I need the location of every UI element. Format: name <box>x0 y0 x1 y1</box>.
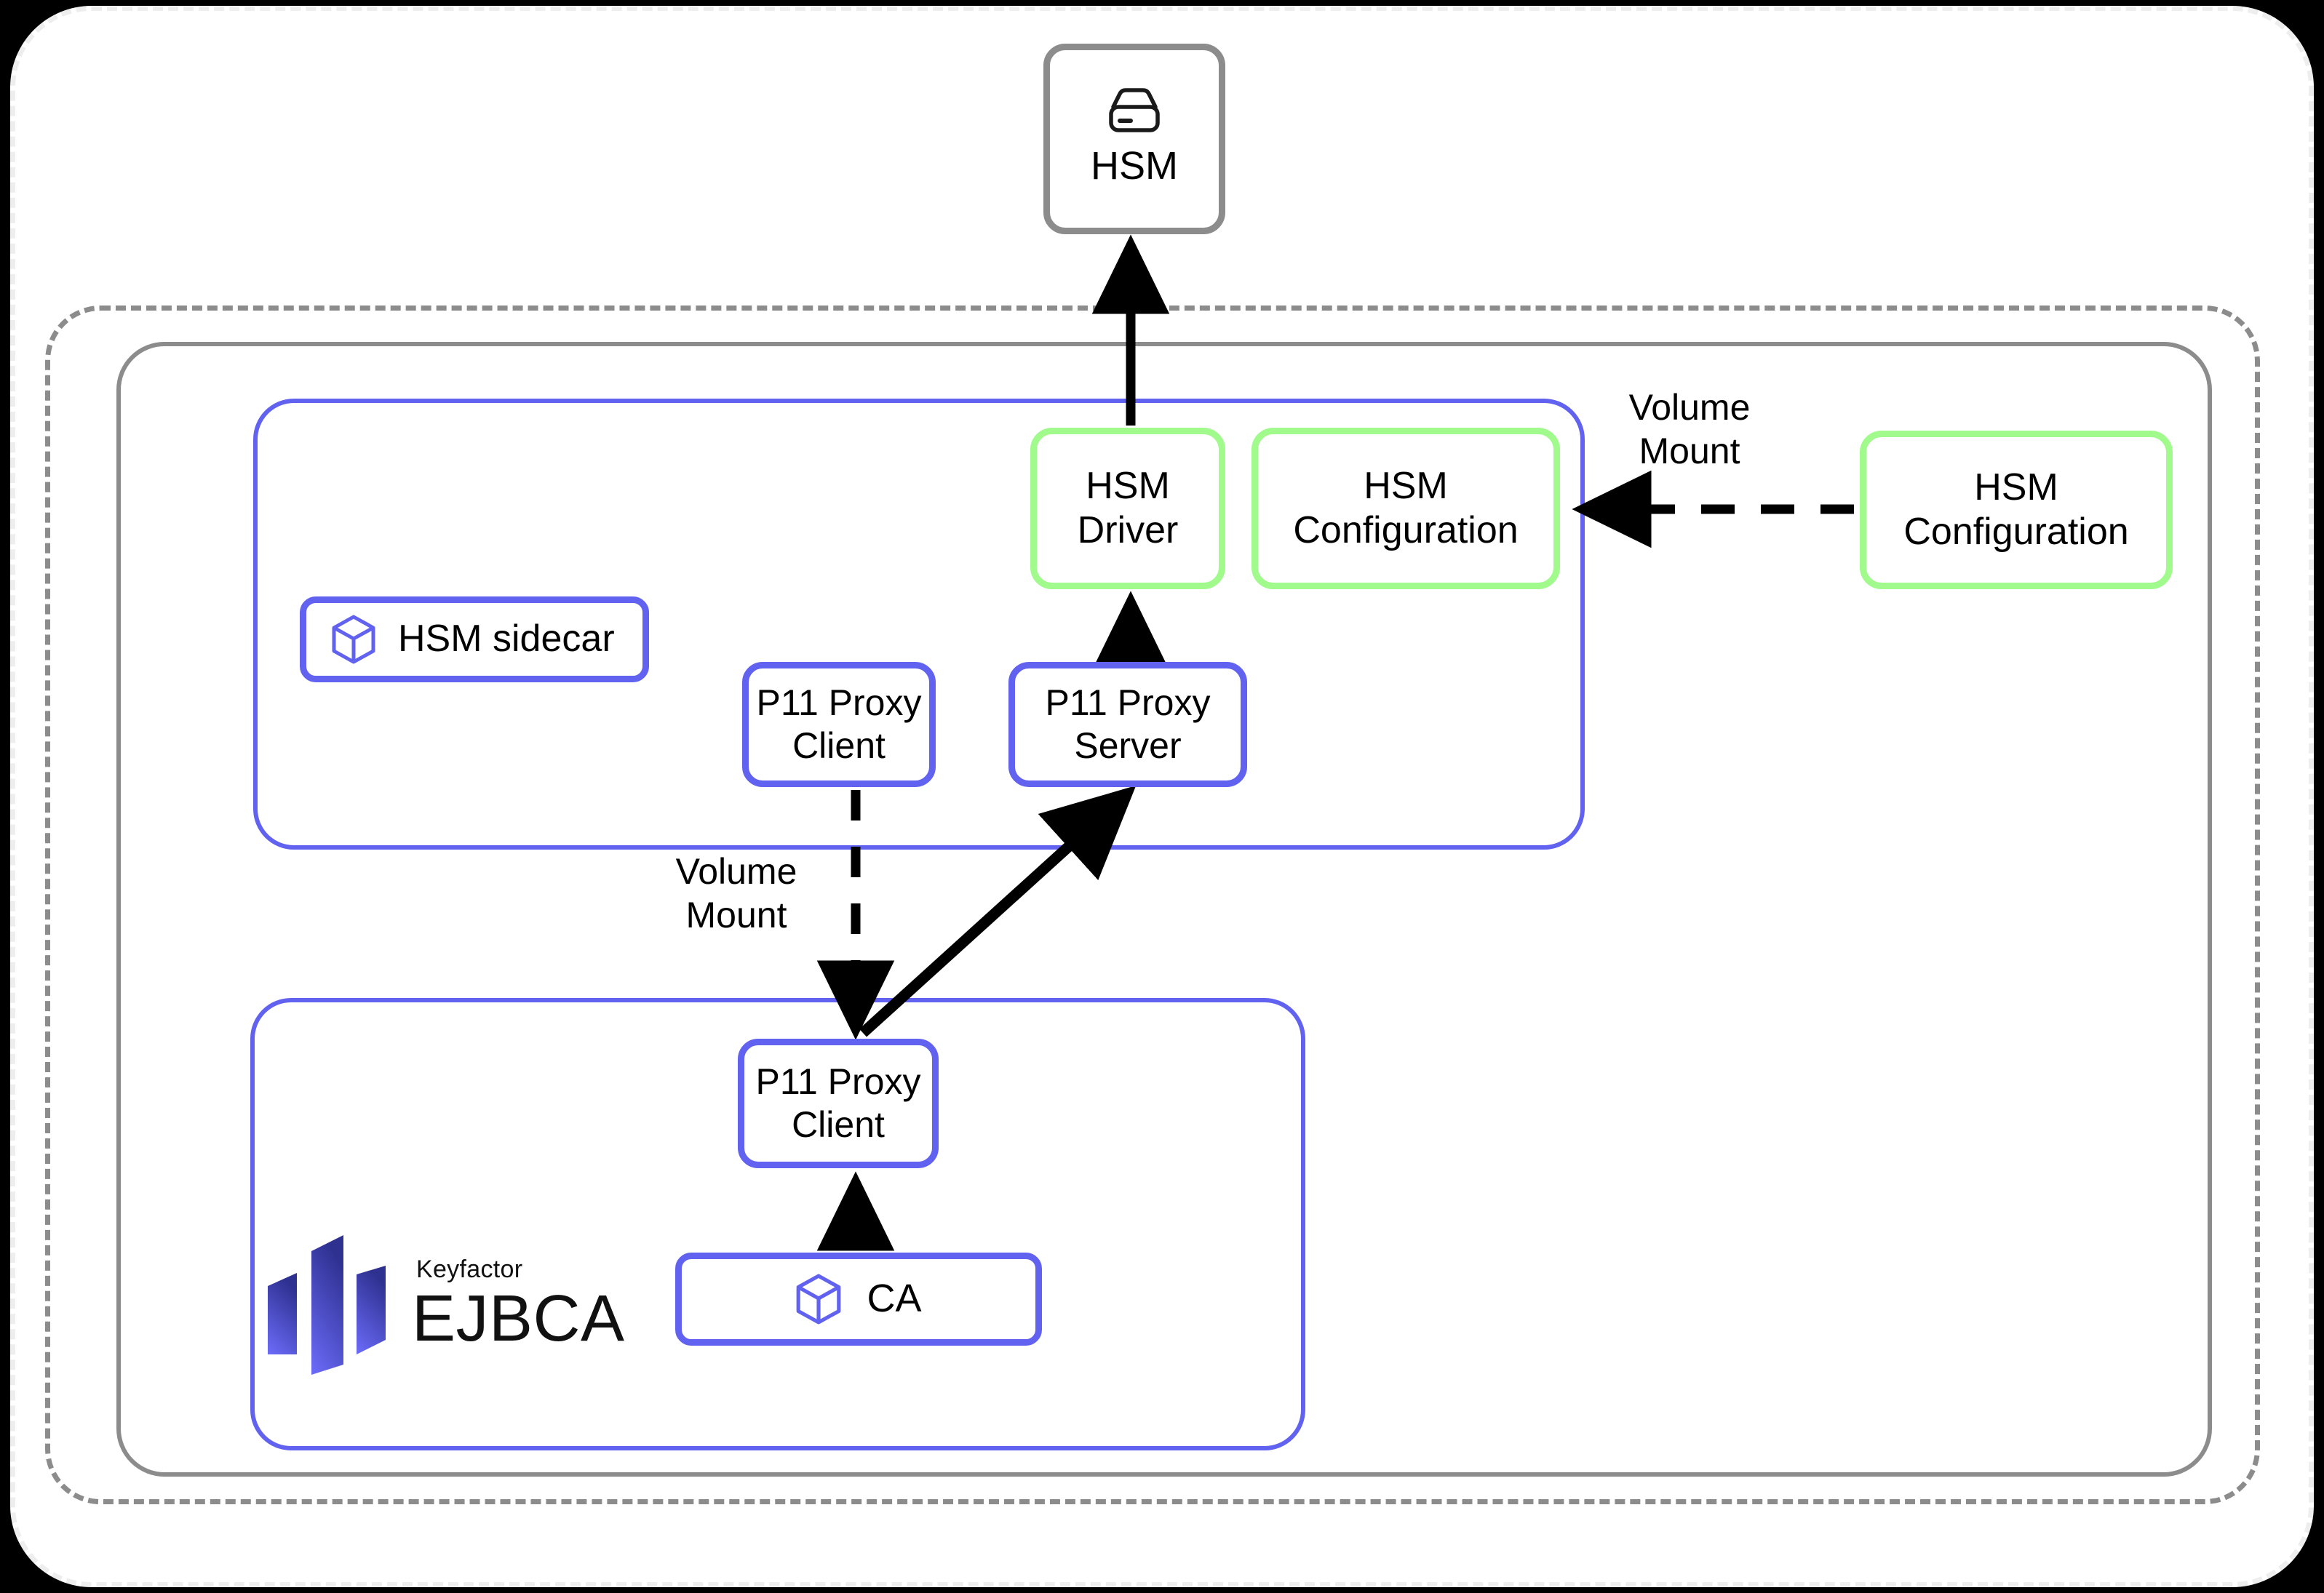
hsm-sidecar-pod-container <box>253 399 1585 850</box>
node-p11-proxy-server-label: P11 Proxy Server <box>1045 682 1211 766</box>
keyfactor-label: Keyfactor <box>416 1255 523 1283</box>
node-p11-proxy-server[interactable]: P11 Proxy Server <box>1008 662 1247 787</box>
node-p11-proxy-client-ejbca-label: P11 Proxy Client <box>755 1061 921 1145</box>
cube-icon <box>795 1274 842 1325</box>
ejbca-brand-lockup: Keyfactor EJBCA <box>262 1229 625 1378</box>
node-hsm-sidecar-label: HSM sidecar <box>398 618 615 660</box>
ejbca-label: EJBCA <box>412 1282 625 1355</box>
node-p11-proxy-client-sidecar[interactable]: P11 Proxy Client <box>742 662 936 787</box>
node-hsm-configuration-external-label: HSM Configuration <box>1903 466 2129 553</box>
node-hsm-configuration-inner[interactable]: HSM Configuration <box>1251 428 1560 589</box>
node-ca[interactable]: CA <box>675 1253 1042 1346</box>
node-p11-proxy-client-ejbca[interactable]: P11 Proxy Client <box>738 1039 939 1168</box>
node-p11-proxy-client-sidecar-label: P11 Proxy Client <box>756 682 922 766</box>
node-boundary-container <box>116 342 2212 1477</box>
node-hsm-driver-label: HSM Driver <box>1077 464 1179 551</box>
hard-drive-icon <box>1106 88 1163 133</box>
node-hsm-driver[interactable]: HSM Driver <box>1030 428 1225 589</box>
edge-label-volume-mount-left: Volume Mount <box>675 851 797 935</box>
node-ca-label: CA <box>867 1277 922 1321</box>
node-hsm-label: HSM <box>1091 144 1178 188</box>
node-hsm[interactable]: HSM <box>1043 44 1225 234</box>
node-hsm-configuration-inner-label: HSM Configuration <box>1293 464 1519 551</box>
node-hsm-sidecar[interactable]: HSM sidecar <box>300 596 649 682</box>
ejbca-wordmark: Keyfactor EJBCA <box>412 1257 625 1352</box>
edge-p11client-to-p11server <box>859 785 1137 1037</box>
ejbca-pod-container <box>250 998 1305 1450</box>
node-hsm-configuration-external[interactable]: HSM Configuration <box>1860 431 2173 589</box>
ejbca-logo-icon <box>262 1229 393 1378</box>
cube-icon <box>331 615 376 664</box>
edge-label-volume-mount-right: Volume Mount <box>1628 387 1751 471</box>
